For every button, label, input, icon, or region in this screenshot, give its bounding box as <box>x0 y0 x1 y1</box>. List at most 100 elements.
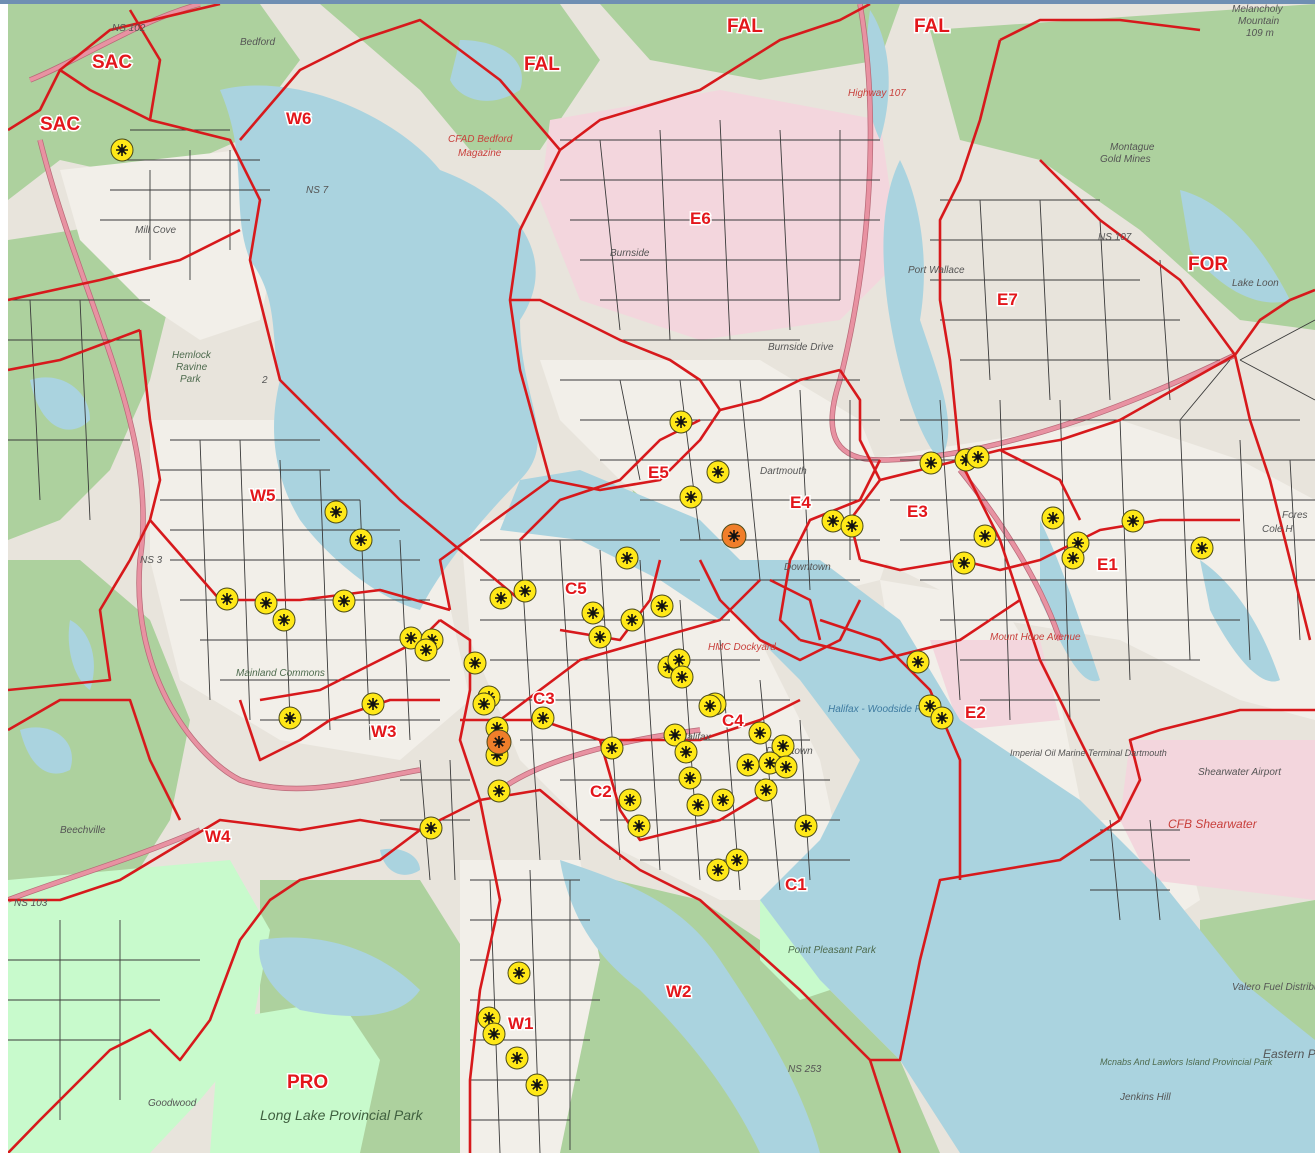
star-icon <box>260 597 272 609</box>
marker-yellow[interactable] <box>966 445 990 469</box>
marker-yellow[interactable] <box>650 594 674 618</box>
marker-yellow[interactable] <box>349 528 373 552</box>
marker-center <box>688 494 694 500</box>
marker-center <box>481 701 487 707</box>
marker-yellow[interactable] <box>674 740 698 764</box>
star-icon <box>1067 552 1079 564</box>
window-left-edge <box>0 4 8 1153</box>
marker-yellow[interactable] <box>618 788 642 812</box>
marker-yellow[interactable] <box>324 500 348 524</box>
military-layer <box>540 90 1315 900</box>
marker-yellow[interactable] <box>711 788 735 812</box>
star-icon <box>519 585 531 597</box>
marker-yellow[interactable] <box>254 591 278 615</box>
marker-yellow[interactable] <box>669 410 693 434</box>
star-icon <box>355 534 367 546</box>
place-port-wallace: Port Wallace <box>908 265 965 276</box>
marker-yellow[interactable] <box>698 694 722 718</box>
lake-banook <box>883 160 949 460</box>
marker-yellow[interactable] <box>399 626 423 650</box>
marker-yellow[interactable] <box>110 138 134 162</box>
star-icon <box>483 1012 495 1024</box>
marker-yellow[interactable] <box>332 589 356 613</box>
marker-yellow[interactable] <box>600 736 624 760</box>
marker-yellow[interactable] <box>663 723 687 747</box>
marker-yellow[interactable] <box>489 586 513 610</box>
place-montague: Montague <box>1110 142 1155 153</box>
marker-yellow[interactable] <box>581 601 605 625</box>
marker-yellow[interactable] <box>505 1046 529 1070</box>
marker-yellow[interactable] <box>736 753 760 777</box>
marker-center <box>928 460 934 466</box>
place-hemlock: Hemlock <box>172 350 212 361</box>
marker-yellow[interactable] <box>952 551 976 575</box>
marker-yellow[interactable] <box>774 755 798 779</box>
lake-east <box>1200 560 1280 682</box>
lake-micmac <box>1040 520 1100 682</box>
marker-center <box>1050 515 1056 521</box>
marker-yellow[interactable] <box>472 692 496 716</box>
marker-yellow[interactable] <box>794 814 818 838</box>
marker-center <box>496 788 502 794</box>
marker-yellow[interactable] <box>670 665 694 689</box>
marker-yellow[interactable] <box>414 638 438 662</box>
marker-yellow[interactable] <box>278 706 302 730</box>
marker-yellow[interactable] <box>930 706 954 730</box>
marker-yellow[interactable] <box>1121 509 1145 533</box>
marker-yellow[interactable] <box>627 814 651 838</box>
marker-center <box>636 823 642 829</box>
marker-yellow[interactable] <box>588 625 612 649</box>
star-icon <box>673 654 685 666</box>
marker-center <box>609 745 615 751</box>
marker-yellow[interactable] <box>679 485 703 509</box>
place-bedford: Bedford <box>240 37 275 48</box>
district-label-for: FOR <box>1188 254 1228 275</box>
star-icon <box>537 712 549 724</box>
marker-center <box>370 701 376 707</box>
star-icon <box>692 799 704 811</box>
star-icon <box>633 820 645 832</box>
marker-yellow[interactable] <box>919 451 943 475</box>
marker-yellow[interactable] <box>482 1022 506 1046</box>
marker-yellow[interactable] <box>686 793 710 817</box>
marker-orange[interactable] <box>721 523 747 549</box>
marker-yellow[interactable] <box>725 848 749 872</box>
marker-center <box>281 617 287 623</box>
marker-yellow[interactable] <box>463 651 487 675</box>
marker-yellow[interactable] <box>531 706 555 730</box>
lake-west2 <box>20 727 72 774</box>
map-canvas[interactable]: Bedford Melancholy Mountain 109 m CFAD B… <box>8 4 1315 1153</box>
marker-yellow[interactable] <box>706 858 730 882</box>
marker-yellow[interactable] <box>840 514 864 538</box>
marker-yellow[interactable] <box>215 587 239 611</box>
marker-yellow[interactable] <box>748 721 772 745</box>
marker-yellow[interactable] <box>525 1073 549 1097</box>
place-forest: Fores <box>1282 510 1308 521</box>
marker-yellow[interactable] <box>678 766 702 790</box>
marker-yellow[interactable] <box>487 779 511 803</box>
marker-yellow[interactable] <box>272 608 296 632</box>
marker-yellow[interactable] <box>507 961 531 985</box>
marker-orange[interactable] <box>486 729 512 755</box>
star-icon <box>626 614 638 626</box>
marker-yellow[interactable] <box>620 608 644 632</box>
place-cole-harbour: Cole H <box>1262 524 1293 535</box>
marker-yellow[interactable] <box>513 579 537 603</box>
marker-center <box>498 595 504 601</box>
marker-yellow[interactable] <box>821 509 845 533</box>
marker-center <box>428 825 434 831</box>
marker-yellow[interactable] <box>361 692 385 716</box>
marker-center <box>341 598 347 604</box>
marker-yellow[interactable] <box>419 816 443 840</box>
marker-yellow[interactable] <box>973 524 997 548</box>
star-icon <box>680 746 692 758</box>
marker-yellow[interactable] <box>615 546 639 570</box>
marker-yellow[interactable] <box>906 650 930 674</box>
marker-yellow[interactable] <box>1061 546 1085 570</box>
marker-yellow[interactable] <box>1190 536 1214 560</box>
marker-yellow[interactable] <box>754 778 778 802</box>
marker-yellow[interactable] <box>706 460 730 484</box>
marker-yellow[interactable] <box>667 648 691 672</box>
marker-yellow[interactable] <box>1041 506 1065 530</box>
star-icon <box>712 466 724 478</box>
